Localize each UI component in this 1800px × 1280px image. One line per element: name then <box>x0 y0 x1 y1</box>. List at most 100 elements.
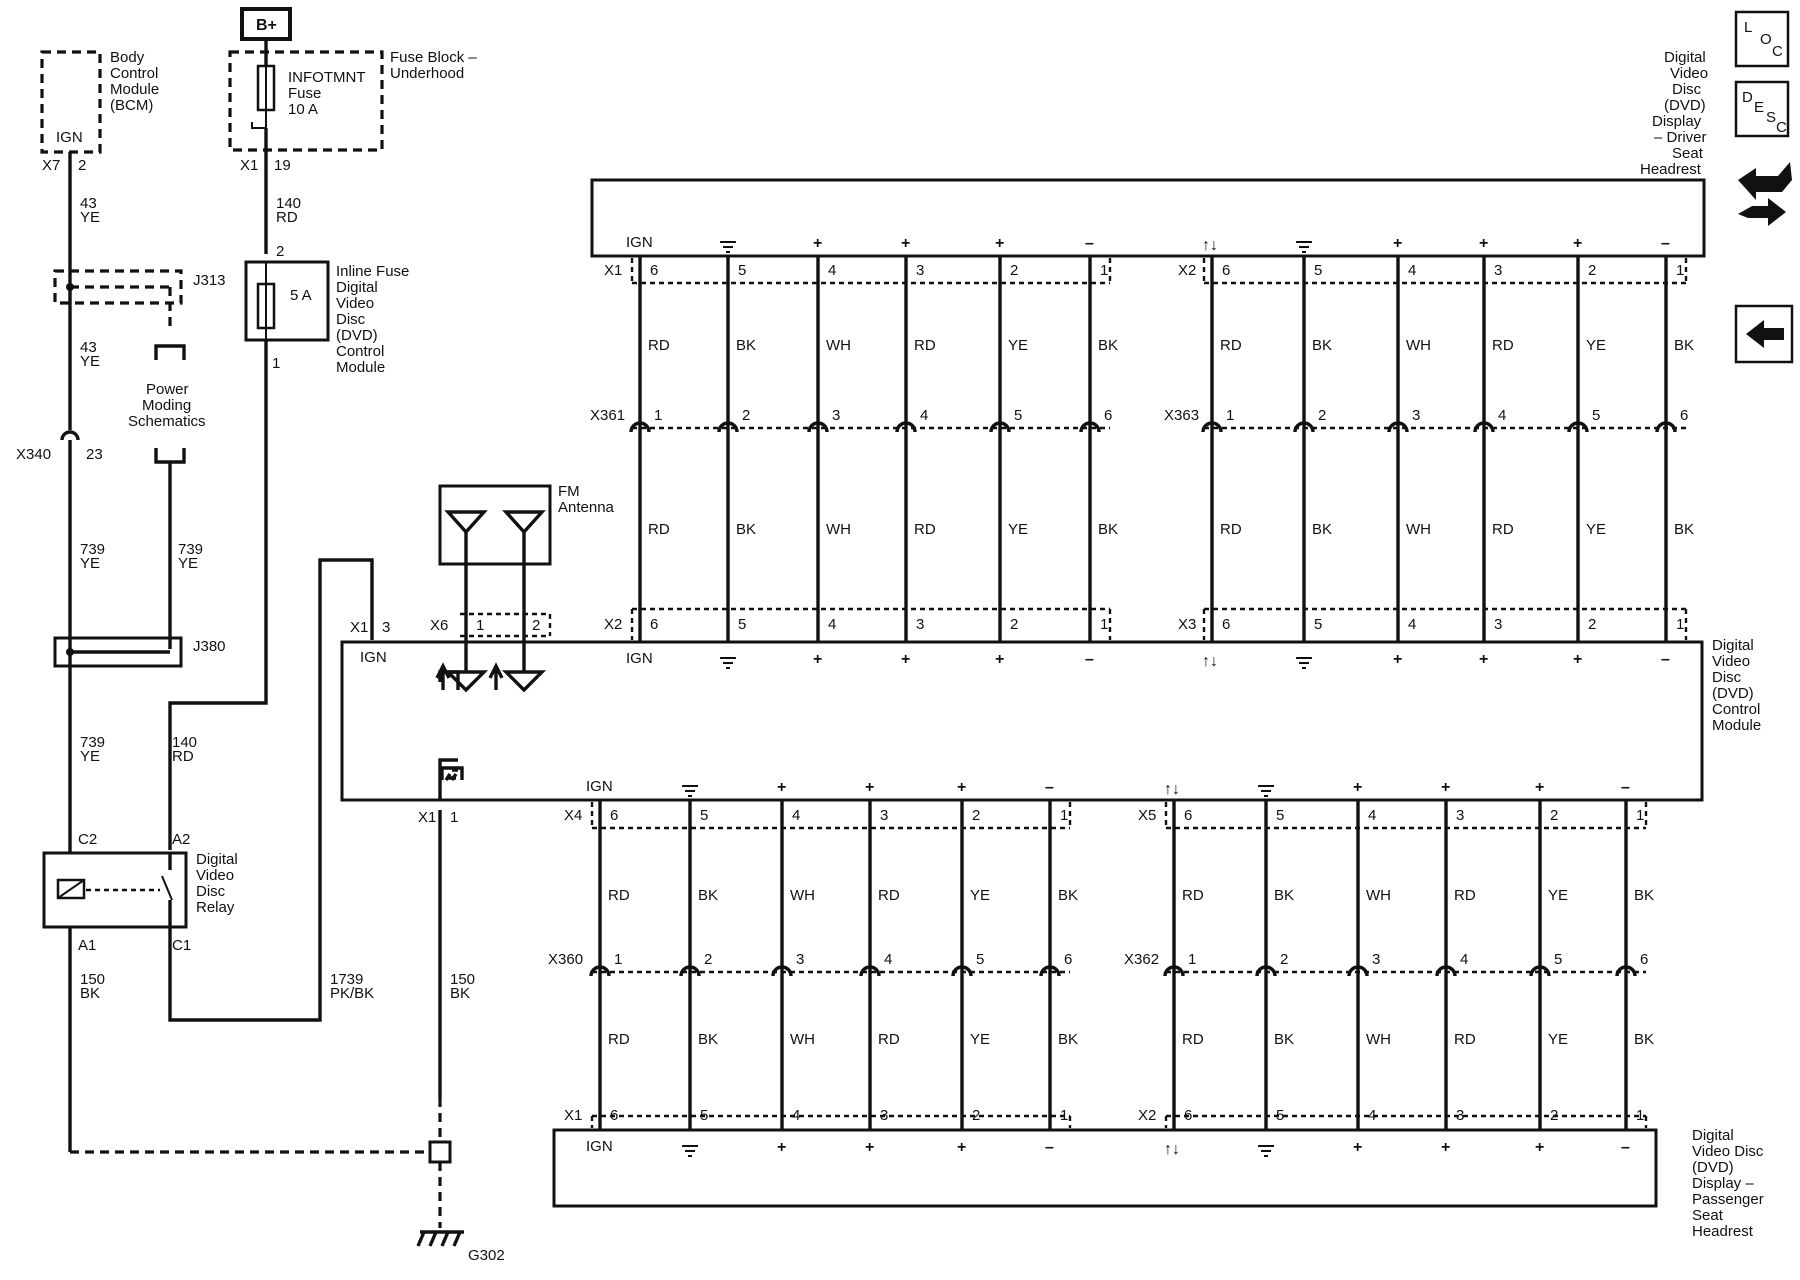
x340-pin-label: 23 <box>86 446 103 463</box>
bottom_left-color-lower-2: BK <box>698 1031 718 1048</box>
loc-button[interactable]: L O C <box>1734 10 1790 68</box>
top_left-terminal-6 <box>1079 421 1101 433</box>
top_left-inline-pin-6: 6 <box>1104 407 1112 424</box>
passenger-display-box <box>552 1128 1658 1208</box>
x6-conn-label: X6 <box>430 617 448 634</box>
power-moding-label-1: Moding <box>142 397 191 414</box>
driver-label-3: (DVD) <box>1664 97 1706 114</box>
top_left-color-lower-4: RD <box>914 521 936 538</box>
cm-x1-top-conn: X1 <box>350 619 368 636</box>
passenger-label-4: Passenger <box>1692 1191 1764 1208</box>
bottom_right-upper-connector <box>1164 802 1648 830</box>
top_right-upper-pin-2: 5 <box>1314 262 1322 279</box>
top_left-color-upper-6: BK <box>1098 337 1118 354</box>
driver-label-2: Disc <box>1672 81 1702 98</box>
bcm-label-2: Module <box>110 81 159 98</box>
bottom_left-color-lower-3: WH <box>790 1031 815 1048</box>
bottom_right-color-lower-3: WH <box>1366 1031 1391 1048</box>
bottom_left-upper-connector <box>590 802 1072 830</box>
bottom_left-lower-pin-1: 6 <box>610 1107 618 1124</box>
bottom_right-upper-pin-1: 6 <box>1184 807 1192 824</box>
wire-150-mid-num: 150 <box>450 971 475 988</box>
relay-a2-label: A2 <box>172 831 190 848</box>
top_right-bottom-symbol-6: – <box>1661 651 1670 668</box>
top_right-lower-pin-3: 4 <box>1408 616 1416 633</box>
harness-groups: X1X361X2661RDRDIGNIGN552BKBK443WHWH++334… <box>548 234 1694 1158</box>
wire-140-rd-low <box>168 340 268 850</box>
cm-x1-top-pin: 3 <box>382 619 390 636</box>
desc-button[interactable]: D E S C <box>1734 80 1790 138</box>
bottom_right-inline-pin-6: 6 <box>1640 951 1648 968</box>
bottom_left-upper-label: X4 <box>564 807 582 824</box>
relay-label-0: Digital <box>196 851 238 868</box>
antenna-icon-1 <box>444 510 488 564</box>
bottom_left-inline-pin-4: 4 <box>884 951 892 968</box>
top_left-inline-pin-4: 4 <box>920 407 928 424</box>
bottom_right-lower-pin-3: 4 <box>1368 1107 1376 1124</box>
infotmnt-fuse-label-2: 10 A <box>288 101 318 118</box>
wire-1739-pkbk <box>168 558 374 1022</box>
relay-coil-diag <box>57 879 85 899</box>
cm-label-1: Video <box>1712 653 1750 670</box>
driver-label-5: – Driver <box>1654 129 1707 146</box>
connector-hand-icon[interactable] <box>1738 162 1792 226</box>
g302-label: G302 <box>468 1247 505 1264</box>
top_left-inline-pin-2: 2 <box>742 407 750 424</box>
driver-label-4: Display <box>1652 113 1702 130</box>
top_right-inline-pin-4: 4 <box>1498 407 1506 424</box>
cm-ign-left: IGN <box>360 649 387 666</box>
bottom_left-upper-pin-2: 5 <box>700 807 708 824</box>
top_right-bottom-symbol-5: + <box>1573 651 1582 668</box>
bottom_left-terminal-5 <box>951 965 973 977</box>
top_right-lower-pin-1: 6 <box>1222 616 1230 633</box>
bottom_right-upper-label: X5 <box>1138 807 1156 824</box>
bottom_right-lower-pin-6: 1 <box>1636 1107 1644 1124</box>
dvd-control-module: X1 3 IGN X1 1 Digital Video Disc (DVD) C… <box>340 619 1761 826</box>
bottom_right-color-upper-4: RD <box>1454 887 1476 904</box>
bottom_left-upper-pin-6: 1 <box>1060 807 1068 824</box>
top_left-terminal-2 <box>717 421 739 433</box>
bottom_right-inline-pin-3: 3 <box>1372 951 1380 968</box>
bottom_left-upper-pin-5: 2 <box>972 807 980 824</box>
x6-connector <box>460 612 552 638</box>
bottom_left-upper-pin-4: 3 <box>880 807 888 824</box>
bottom_left-upper-pin-1: 6 <box>610 807 618 824</box>
top_right-lower-pin-2: 5 <box>1314 616 1322 633</box>
bottom_left-color-lower-5: YE <box>970 1031 990 1048</box>
passenger-label-6: Headrest <box>1692 1223 1754 1240</box>
top_right-upper-pin-5: 2 <box>1588 262 1596 279</box>
top_right-top-symbol-2 <box>1296 241 1312 253</box>
bottom_right-color-lower-6: BK <box>1634 1031 1654 1048</box>
bottom_left-top-symbol-3: + <box>777 779 786 796</box>
bottom_right-color-upper-6: BK <box>1634 887 1654 904</box>
driver-label-7: Headrest <box>1640 161 1702 178</box>
top_left-terminal-4 <box>895 421 917 433</box>
top_right-upper-connector <box>1202 258 1688 285</box>
top_left-bottom-symbol-3: + <box>813 651 822 668</box>
back-arrow-icon[interactable] <box>1734 304 1794 364</box>
bottom_left-color-upper-2: BK <box>698 887 718 904</box>
bottom_left-inline-pin-6: 6 <box>1064 951 1072 968</box>
bottom_left-color-upper-5: YE <box>970 887 990 904</box>
bottom_right-color-upper-2: BK <box>1274 887 1294 904</box>
antenna-arrow-2 <box>488 662 504 690</box>
top_left-lower-pin-4: 3 <box>916 616 924 633</box>
bottom_right-lower-label: X2 <box>1138 1107 1156 1124</box>
passenger-display: Digital Video Disc (DVD) Display – Passe… <box>552 1127 1764 1240</box>
bottom_right-terminal-6 <box>1615 965 1637 977</box>
bottom_right-bottom-symbol-3: + <box>1353 1139 1362 1156</box>
wire-140-low-color: RD <box>172 748 194 765</box>
bottom_right-inline-pin-1: 1 <box>1188 951 1196 968</box>
top_left-bottom-symbol-2 <box>720 657 736 669</box>
bottom_left-color-upper-6: BK <box>1058 887 1078 904</box>
top_left-terminal-5 <box>989 421 1011 433</box>
top_left-bottom-symbol-5: + <box>995 651 1004 668</box>
bottom_left-bottom-symbol-2 <box>682 1145 698 1157</box>
cm-label-5: Module <box>1712 717 1761 734</box>
loc-o: O <box>1760 31 1772 48</box>
desc-e: E <box>1754 99 1764 116</box>
power-moding-bracket-top <box>154 344 186 360</box>
bottom_right-upper-pin-2: 5 <box>1276 807 1284 824</box>
top_right-terminal-5 <box>1567 421 1589 433</box>
top_right-upper-pin-4: 3 <box>1494 262 1502 279</box>
